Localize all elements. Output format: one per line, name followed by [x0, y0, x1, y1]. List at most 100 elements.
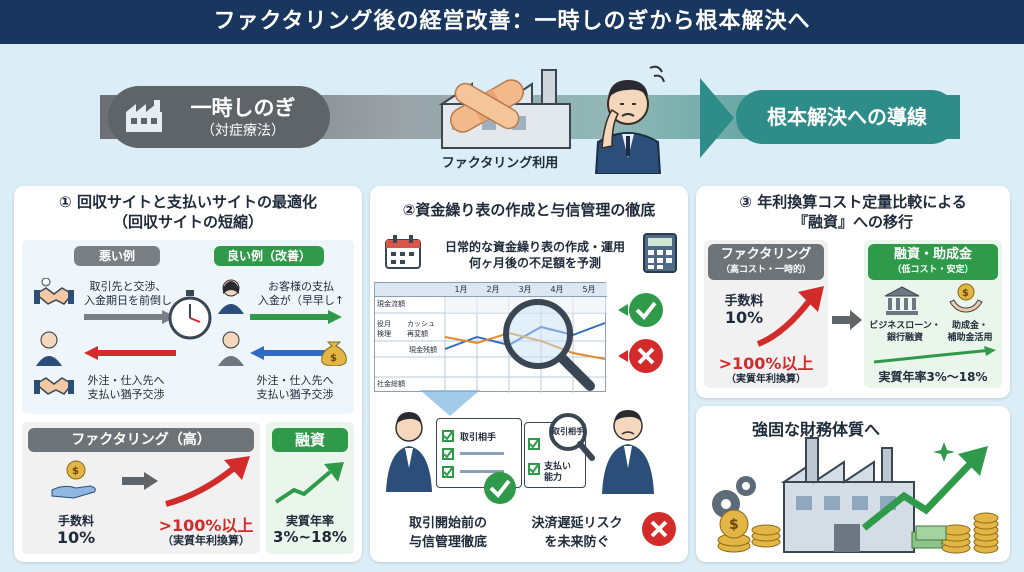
- temporary-fix-pill: 一時しのぎ （対症療法）: [108, 86, 330, 148]
- man-avatar-icon: [36, 331, 62, 366]
- bandaged-factory-icon: [438, 69, 571, 149]
- green-rising-arrow: [274, 462, 344, 504]
- businessman-icon: [386, 412, 432, 492]
- money-bag-icon: $: [321, 341, 347, 366]
- delay-risk-text: 決済遅延リスクを未来防ぐ: [531, 516, 623, 550]
- good-payment-text: お客様の支払入金が（早早し↑: [257, 280, 345, 307]
- factoring-annual-note: （実質年利換算）: [162, 534, 250, 547]
- panel-2-title: ②資金繰り表の作成と与信管理の徹底: [402, 201, 656, 219]
- row-label-2: 役月 検理: [377, 320, 391, 338]
- p3-fee-label: 手数料: [724, 294, 764, 309]
- factoring-annual-rate: >100%以上: [158, 516, 254, 535]
- funnel-beam: [420, 390, 480, 416]
- magnifier-label: 取引相手: [552, 427, 584, 436]
- loan-compare-tag: 融資・助成金 （低コスト・安定）: [868, 244, 998, 280]
- svg-text:$: $: [330, 353, 337, 364]
- green-check-icon: [484, 472, 516, 504]
- month-2: 2月: [486, 285, 500, 294]
- loan-rate-value: 3%~18%: [273, 528, 347, 546]
- bank-loan-text: ビジネスローン・銀行融資: [869, 321, 941, 343]
- red-rising-arrow: [165, 456, 250, 507]
- svg-text:$: $: [72, 466, 79, 477]
- checklist-item-1: 取引相手: [460, 433, 497, 443]
- panel-2-cashflow-credit: ②資金繰り表の作成と与信管理の徹底 日常的な資金繰り表の作成・運用 何ヶ月後の不…: [370, 186, 688, 562]
- panel-4-strong-finance: 強固な財務体質へ $: [696, 406, 1010, 562]
- row-label-3: カッシュ 再変額: [407, 320, 435, 338]
- factoring-use-label: ファクタリング利用: [441, 156, 559, 171]
- row-label-5: 社金総額: [377, 380, 405, 388]
- bad-example-tag: 悪い例: [74, 246, 160, 266]
- calendar-icon: [385, 235, 421, 269]
- panel-1-title: ① 回収サイトと支払いサイトの最適化: [59, 193, 317, 211]
- hands-coin-icon: $: [949, 283, 983, 313]
- p3-fee-value: 10%: [724, 308, 764, 327]
- factoring-compare-tag: ファクタリング （高コスト・一時的）: [708, 244, 824, 280]
- bad-negotiation-text: 取引先と交渉、入金期日を前倒し: [84, 280, 172, 307]
- green-upward-line: [873, 346, 996, 364]
- spreadsheet-header: [375, 283, 607, 297]
- red-left-arrow: [84, 346, 176, 360]
- worried-businessman-icon: [594, 65, 665, 174]
- bank-icon: [884, 286, 920, 315]
- row-label-1: 現金流額: [377, 300, 405, 308]
- stopwatch-icon: [168, 290, 212, 340]
- bad-supplier-text: 外注・仕入先へ支払い猶予交渉: [87, 374, 165, 401]
- magnifier-icon: [503, 299, 595, 391]
- gray-right-arrow: [832, 310, 862, 330]
- factoring-fee-label: 手数料: [57, 514, 94, 528]
- red-cross-icon: [618, 339, 663, 373]
- loan-rate-label: 実質年率: [285, 514, 334, 528]
- good-supplier-text: 外注・仕入先へ支払い猶予交渉: [256, 374, 334, 401]
- panel-3-cost-comparison: ③ 年利換算コスト定量比較による 『融資』への移行 ファクタリング （高コスト・…: [696, 186, 1010, 398]
- subsidy-text: 助成金・補助金活用: [947, 321, 993, 343]
- loan-tag: 融資: [272, 428, 348, 452]
- factoring-high-tag: ファクタリング（高）: [28, 428, 254, 452]
- panel-4-title: 強固な財務体質へ: [751, 420, 880, 439]
- svg-text:$: $: [962, 288, 969, 299]
- page-title: ファクタリング後の経営改善：一時しのぎから根本解決へ: [0, 0, 1024, 44]
- month-4: 4月: [550, 285, 564, 294]
- row-label-4: 現金残額: [409, 346, 437, 354]
- factory-icon: [126, 100, 162, 132]
- checkbox-icons: [528, 438, 540, 475]
- flow-arrow-head: [700, 78, 734, 158]
- temporary-fix-label: 一時しのぎ: [190, 96, 296, 120]
- factoring-fee-value: 10%: [56, 528, 96, 547]
- green-check-icon: [618, 293, 663, 327]
- credit-check-item: 支払い 能力: [544, 462, 572, 483]
- cashflow-desc-1: 日常的な資金繰り表の作成・運用: [444, 240, 625, 254]
- handshake-icon: [34, 377, 74, 395]
- svg-text:…: …: [43, 280, 49, 287]
- cashflow-desc-2: 何ヶ月後の不足額を予測: [468, 256, 601, 270]
- panel-1-subtitle: （回収サイトの短縮）: [112, 213, 263, 231]
- checkbox-icons: [442, 430, 454, 478]
- svg-text:$: $: [729, 517, 739, 533]
- good-example-tag: 良い例（改善）: [214, 246, 324, 266]
- calculator-icon: [643, 233, 677, 273]
- panel-1-site-optimization: ① 回収サイトと支払いサイトの最適化 （回収サイトの短縮） 悪い例 良い例（改善…: [14, 186, 362, 562]
- worried-businessman-icon: [602, 410, 654, 494]
- month-3: 3月: [518, 285, 532, 294]
- loan-annual-rate: 実質年率3%～18%: [878, 370, 988, 384]
- man-avatar-icon: [218, 331, 244, 366]
- month-5: 5月: [582, 285, 596, 294]
- gray-right-arrow: [84, 310, 176, 324]
- temporary-fix-sub: （対症療法）: [201, 123, 285, 139]
- p3-annual-note: （実質年利換算）: [726, 374, 806, 385]
- blue-left-arrow: [250, 346, 342, 360]
- p3-annual-rate: >100%以上: [718, 354, 814, 373]
- growth-factory-illustration: $: [712, 437, 999, 554]
- credit-mgmt-text: 取引開始前の与信管理徹底: [408, 516, 487, 550]
- coin-hand-icon: $: [51, 460, 96, 499]
- magnifier-icon: [549, 413, 595, 461]
- green-right-arrow: [250, 310, 342, 324]
- panel-3-subtitle: 『融資』への移行: [792, 213, 913, 231]
- red-rising-arrow: [756, 286, 824, 347]
- woman-avatar-icon: [218, 279, 244, 314]
- red-cross-icon: [642, 512, 676, 546]
- handshake-icon: …: [34, 278, 74, 305]
- month-1: 1月: [454, 285, 468, 294]
- root-solution-pill: 根本解決への導線: [736, 90, 958, 144]
- checklist-lines: [460, 452, 504, 473]
- panel-3-title: ③ 年利換算コスト定量比較による: [739, 193, 967, 211]
